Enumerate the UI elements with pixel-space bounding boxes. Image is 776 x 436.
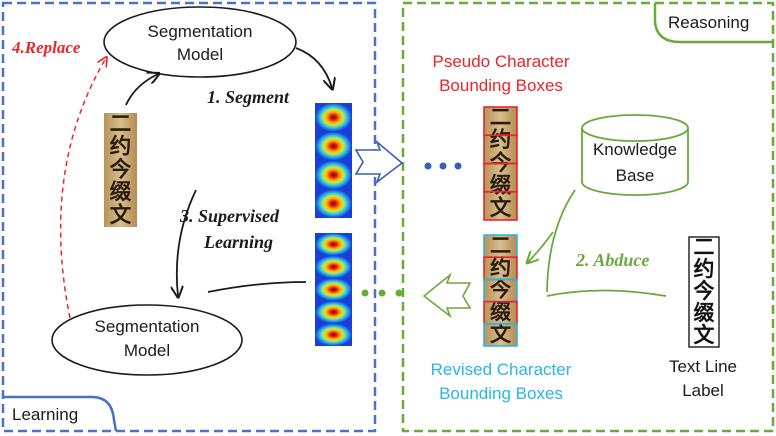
svg-text:Base: Base <box>616 166 655 185</box>
pseudo-boxes-title-line2: Bounding Boxes <box>439 76 563 95</box>
revised-char-0: 二 <box>490 232 511 257</box>
ellipsis-bottom <box>361 289 403 297</box>
segment-arrow <box>295 47 332 88</box>
label-char-2: 今 <box>694 278 715 303</box>
manuscript-char-2: 今 <box>110 156 132 182</box>
heat-blob-top-1 <box>315 131 352 161</box>
heat-blob-bottom-4 <box>315 323 352 347</box>
text-line-label-line1: Text Line <box>669 357 737 376</box>
step-segment-label: 1. Segment <box>207 87 290 107</box>
heat-blob-bottom-1 <box>315 255 352 279</box>
reasoning-panel: Reasoning <box>401 1 775 433</box>
learning-label: Learning <box>12 405 78 424</box>
ellipsis-top <box>424 162 462 170</box>
revised-char-1: 约 <box>490 255 511 280</box>
pseudo-boxes-title-line1: Pseudo Character <box>432 52 569 71</box>
step-abduce-label: 2. Abduce <box>575 250 649 270</box>
to-reasoning-arrow <box>354 139 404 185</box>
supervised-arrow-b <box>177 189 197 296</box>
svg-text:Knowledge: Knowledge <box>593 140 677 159</box>
revised-char-3: 缀 <box>490 299 512 324</box>
heat-blob-bottom-3 <box>315 300 352 324</box>
knowledge-base: Knowledge Base <box>581 114 689 196</box>
svg-text:Model: Model <box>177 45 223 64</box>
abduce-arrow-main <box>528 231 554 262</box>
manuscript-char-4: 文 <box>110 202 132 228</box>
manuscript-char-0: 二 <box>110 112 132 137</box>
step-supervised-line1: 3. Supervised <box>179 206 280 226</box>
pseudo-char-1: 约 <box>490 127 511 153</box>
heatmap-revised <box>315 233 352 347</box>
pseudo-char-4: 文 <box>490 195 512 221</box>
to-learning-arrow <box>422 272 472 319</box>
replace-arrow <box>59 58 106 319</box>
revised-boxes-title-line1: Revised Character <box>431 360 572 379</box>
learning-panel: Learning <box>1 1 377 433</box>
label-char-0: 二 <box>694 234 715 259</box>
label-char-4: 文 <box>694 322 715 347</box>
svg-text:Model: Model <box>124 341 170 360</box>
heatmap-predicted <box>315 103 352 218</box>
segmentation-model-bottom: Segmentation Model <box>51 304 243 376</box>
manuscript-char-3: 缀 <box>110 179 132 205</box>
revised-char-2: 今 <box>490 277 512 302</box>
heat-blob-bottom-2 <box>315 278 352 301</box>
reasoning-label: Reasoning <box>668 13 749 32</box>
heat-blob-top-0 <box>315 103 352 132</box>
supervised-arrow-a <box>207 281 307 293</box>
svg-text:Segmentation: Segmentation <box>95 317 200 336</box>
manuscript-char-1: 约 <box>110 134 132 160</box>
pseudo-char-3: 缀 <box>490 172 512 198</box>
abduce-arrow-label <box>546 289 667 297</box>
label-char-3: 缀 <box>694 300 715 325</box>
heat-blob-bottom-0 <box>315 233 352 256</box>
pseudo-char-0: 二 <box>490 106 511 131</box>
segmentation-model-top: Segmentation Model <box>103 6 297 78</box>
step-supervised-line2: Learning <box>203 232 273 252</box>
text-line-label-line2: Label <box>682 381 724 400</box>
revised-box-4 <box>483 322 518 347</box>
revised-boxes-title-line2: Bounding Boxes <box>439 384 563 403</box>
pseudo-box-3 <box>483 190 518 221</box>
revised-char-4: 文 <box>490 321 512 346</box>
label-char-1: 约 <box>694 256 715 281</box>
input-arrow <box>125 74 158 106</box>
abduce-arrow-kb <box>546 189 576 293</box>
svg-text:Segmentation: Segmentation <box>148 22 253 41</box>
heat-blob-top-2 <box>315 160 352 190</box>
step-replace-label: 4.Replace <box>11 38 81 57</box>
heat-blob-top-3 <box>315 189 352 218</box>
